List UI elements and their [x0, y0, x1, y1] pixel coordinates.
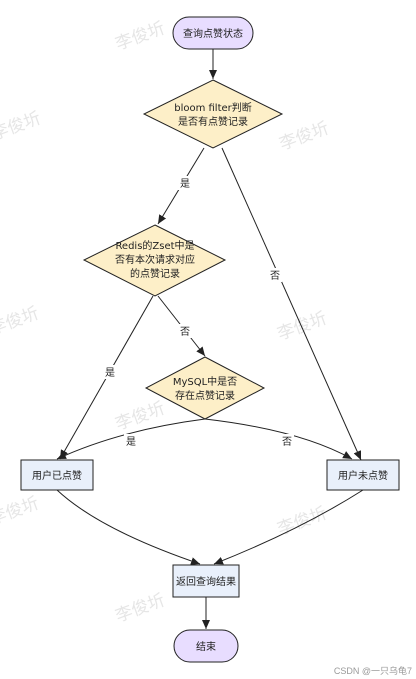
watermark: 李俊圻	[113, 18, 168, 54]
edge-label-redis-yes: 是	[105, 367, 115, 379]
end-node: 结束	[173, 629, 239, 663]
watermark: 李俊圻	[277, 118, 332, 154]
end-label: 结束	[196, 640, 216, 653]
not-liked-node: 用户未点赞	[326, 459, 400, 491]
start-label: 查询点赞状态	[183, 27, 243, 40]
edge-label-mysql-yes: 是	[126, 436, 136, 448]
watermark: 李俊圻	[0, 303, 42, 339]
return-label: 返回查询结果	[176, 575, 236, 588]
mysql-label-line1: MySQL中是否	[173, 375, 237, 388]
edge-label-bloom-yes: 是	[180, 178, 190, 190]
bloom-label-line2: 是否有点赞记录	[178, 115, 248, 128]
watermark: 李俊圻	[113, 398, 168, 434]
redis-decision-node: Redis的Zset中是 否有本次请求对应 的点赞记录	[82, 224, 227, 297]
watermark: 李俊圻	[113, 590, 168, 626]
edge-mysql-no	[204, 418, 353, 460]
mysql-label-line2: 存在点赞记录	[175, 389, 235, 402]
watermark: 李俊圻	[275, 308, 330, 344]
return-node: 返回查询结果	[172, 564, 240, 598]
edge-label-redis-no: 否	[180, 326, 190, 338]
edge-label-mysql-no: 否	[282, 436, 292, 448]
bloom-decision-node: bloom filter判断 是否有点赞记录	[142, 79, 284, 149]
edge-labels: 是 否 是 否 是 否	[103, 176, 294, 448]
redis-label-line2: 否有本次请求对应	[115, 253, 195, 266]
edge-label-bloom-no: 否	[270, 270, 280, 282]
edge-notliked-to-return	[213, 489, 364, 565]
liked-label: 用户已点赞	[32, 469, 82, 482]
redis-label-line3: 的点赞记录	[130, 267, 180, 280]
bloom-label-line1: bloom filter判断	[174, 101, 252, 114]
watermark: 李俊圻	[0, 108, 44, 144]
watermark: 李俊圻	[0, 493, 42, 529]
footer-credit: CSDN @一只乌龟7	[334, 665, 412, 676]
start-node: 查询点赞状态	[172, 16, 254, 50]
not-liked-label: 用户未点赞	[338, 469, 388, 482]
edge-liked-to-return	[56, 489, 201, 565]
mysql-decision-node: MySQL中是否 存在点赞记录	[144, 356, 266, 420]
redis-label-line1: Redis的Zset中是	[115, 239, 194, 252]
edge-bloom-no	[221, 147, 362, 461]
liked-node: 用户已点赞	[20, 459, 94, 491]
